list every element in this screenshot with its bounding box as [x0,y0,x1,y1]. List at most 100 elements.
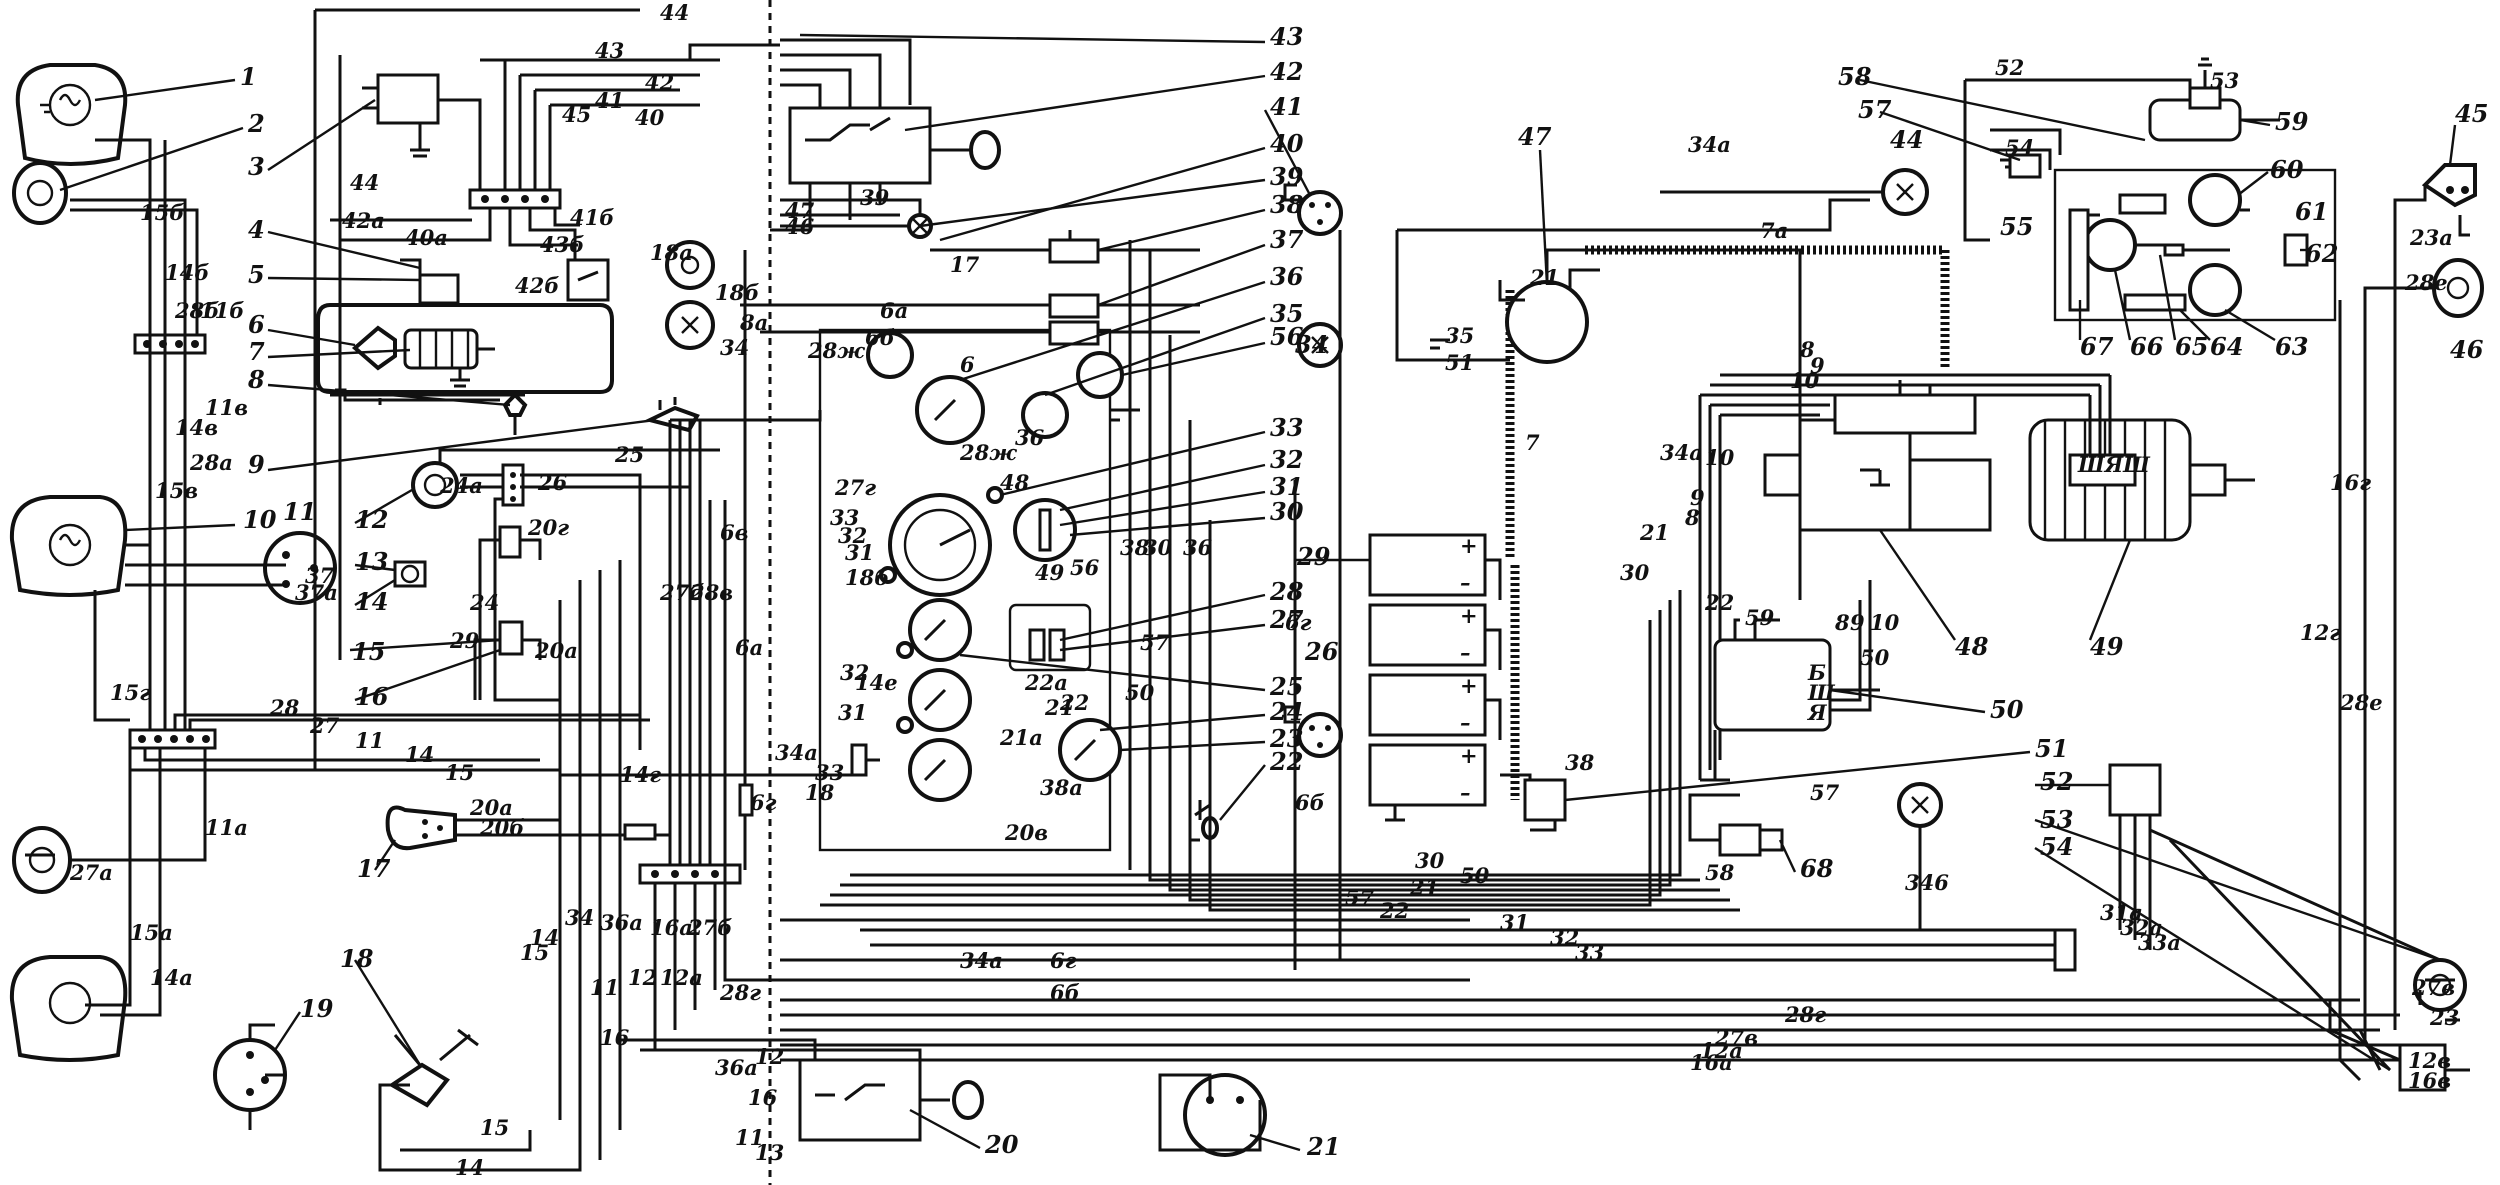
wire-label-28b: 28б [174,298,219,323]
sidelight-left [12,161,68,225]
gauge-1 [908,598,972,662]
component-47 [1395,198,1870,600]
wire-label-32a: 32а [2120,915,2163,940]
wire-label-45: 45 [562,102,591,127]
ground-switch-51 [1523,778,1567,822]
wire-label-20a2: 20а [469,795,513,820]
gauge-38 [1021,391,1069,439]
battery-3 [1368,673,1487,737]
wire-label-37a: 37а [295,580,338,605]
wire-label-15d: 15 [480,1115,509,1140]
wire-label-16v: 16в [2408,1068,2451,1093]
control-panel-61 [2053,168,2337,322]
gauge-63 [2188,263,2242,317]
wire-label-33a: 33а [2138,930,2181,955]
wire-label-17: 17 [950,252,980,277]
label-18: 18 [340,944,374,973]
wire-label-28e: 28е [2404,270,2448,295]
component-4 [566,258,610,302]
component-8 [502,392,528,417]
wire-label-27b: 27б [659,580,704,605]
wire-label-8a: 8а [739,310,768,335]
wire-label-16a2: 16а [1690,1050,1733,1075]
wire-label-24a: 24а [439,473,483,498]
wire-label-22c: 22 [1704,590,1734,615]
wire-label-27g: 27г [834,475,876,500]
wire-label-11: 11 [355,728,384,753]
wire-label-6: 6 [960,352,975,377]
wire-label-b: Б [1807,660,1826,685]
component-18 [388,1062,450,1108]
label-49: 49 [2090,632,2124,661]
wire-label-32: 32 [838,523,867,548]
label-13: 13 [355,547,388,576]
label-56: 56 [1270,322,1304,351]
battery-plus-1: + [1460,533,1478,558]
label-23: 23 [1269,724,1303,753]
central-harness [560,0,880,1185]
rear-lamp-left [9,955,128,1062]
wire-label-21: 21 [1044,695,1074,720]
wire-label-57c: 57 [1810,780,1840,805]
wire-label-30: 30 [1143,535,1173,560]
wire-label-6g2: 6г [1050,948,1077,973]
battery-2 [1368,603,1487,667]
label-17: 17 [357,854,391,883]
battery-minus-1: – [1460,570,1471,595]
wire-label-6a2: 6а [735,635,763,660]
label-58: 58 [1838,62,1872,91]
label-5: 5 [248,260,265,289]
label-46: 46 [2450,335,2484,364]
label-59: 59 [2275,107,2309,136]
label-28: 28 [1269,577,1304,606]
wire-label-38: 38 [1120,535,1150,560]
wire-label-59: 59 [1745,605,1775,630]
wire-label-14a: 14а [150,965,193,990]
wire-label-21b: 21 [1409,875,1439,900]
wire-label-16g: 16г [2330,470,2371,495]
wire-label-8b: 8 [1684,505,1700,530]
wire-label-20b: 20б [479,815,524,840]
wire-labels: 44 43 42 41 40 45 42а 40а 43б 41б 42б 44… [69,0,2459,1180]
component-labels: 1 2 3 4 5 6 7 8 9 10 11 12 13 14 15 16 1… [240,22,2488,1161]
label-68: 68 [1800,854,1834,883]
label-50: 50 [1990,695,2024,724]
label-60: 60 [2270,155,2304,184]
label-27: 27 [1269,605,1304,634]
wire-label-27: 27 [309,713,340,738]
wire-label-42a: 42а [342,208,385,233]
wire-label-10: 10 [1790,368,1820,393]
wire-label-28zh2: 28ж [959,440,1017,465]
wire-label-12a2: 12а [1700,1038,1743,1063]
terminal-block-31a [2053,928,2077,972]
connector-12v [2398,1043,2447,1092]
wire-label-37: 37 [305,563,335,588]
label-26: 26 [1304,637,1339,666]
wire-label-28e2: 28е [2339,690,2383,715]
label-24: 24 [1269,697,1303,726]
wire-label-24: 24 [469,590,499,615]
label-37: 37 [1270,225,1304,254]
terminal-block-central [638,863,742,885]
upper-left-wires [313,8,780,770]
wire-label-33c: 33 [1575,940,1604,965]
upper-right-components [1660,57,2337,322]
wire-label-28zh: 28ж [807,338,865,363]
indicator-lamp [879,566,897,584]
wire-label-8c: 8 [1834,610,1850,635]
left-harness [25,138,650,1017]
wire-label-13: 13 [755,1140,784,1165]
label-29: 29 [1296,542,1331,571]
wire-label-34: 34 [720,335,749,360]
wire-label-11d: 11 [735,1125,764,1150]
wire-label-34a4: 34а [1660,440,1703,465]
label-15: 15 [352,637,385,666]
gauge-60 [2188,173,2242,227]
switch-6 [1048,320,1100,346]
label-41: 41 [1270,92,1303,121]
wire-label-28g2: 28г [1784,1002,1826,1027]
component-45 [2421,163,2477,208]
label-38: 38 [1270,190,1304,219]
wire-label-34b: 34 [565,905,594,930]
